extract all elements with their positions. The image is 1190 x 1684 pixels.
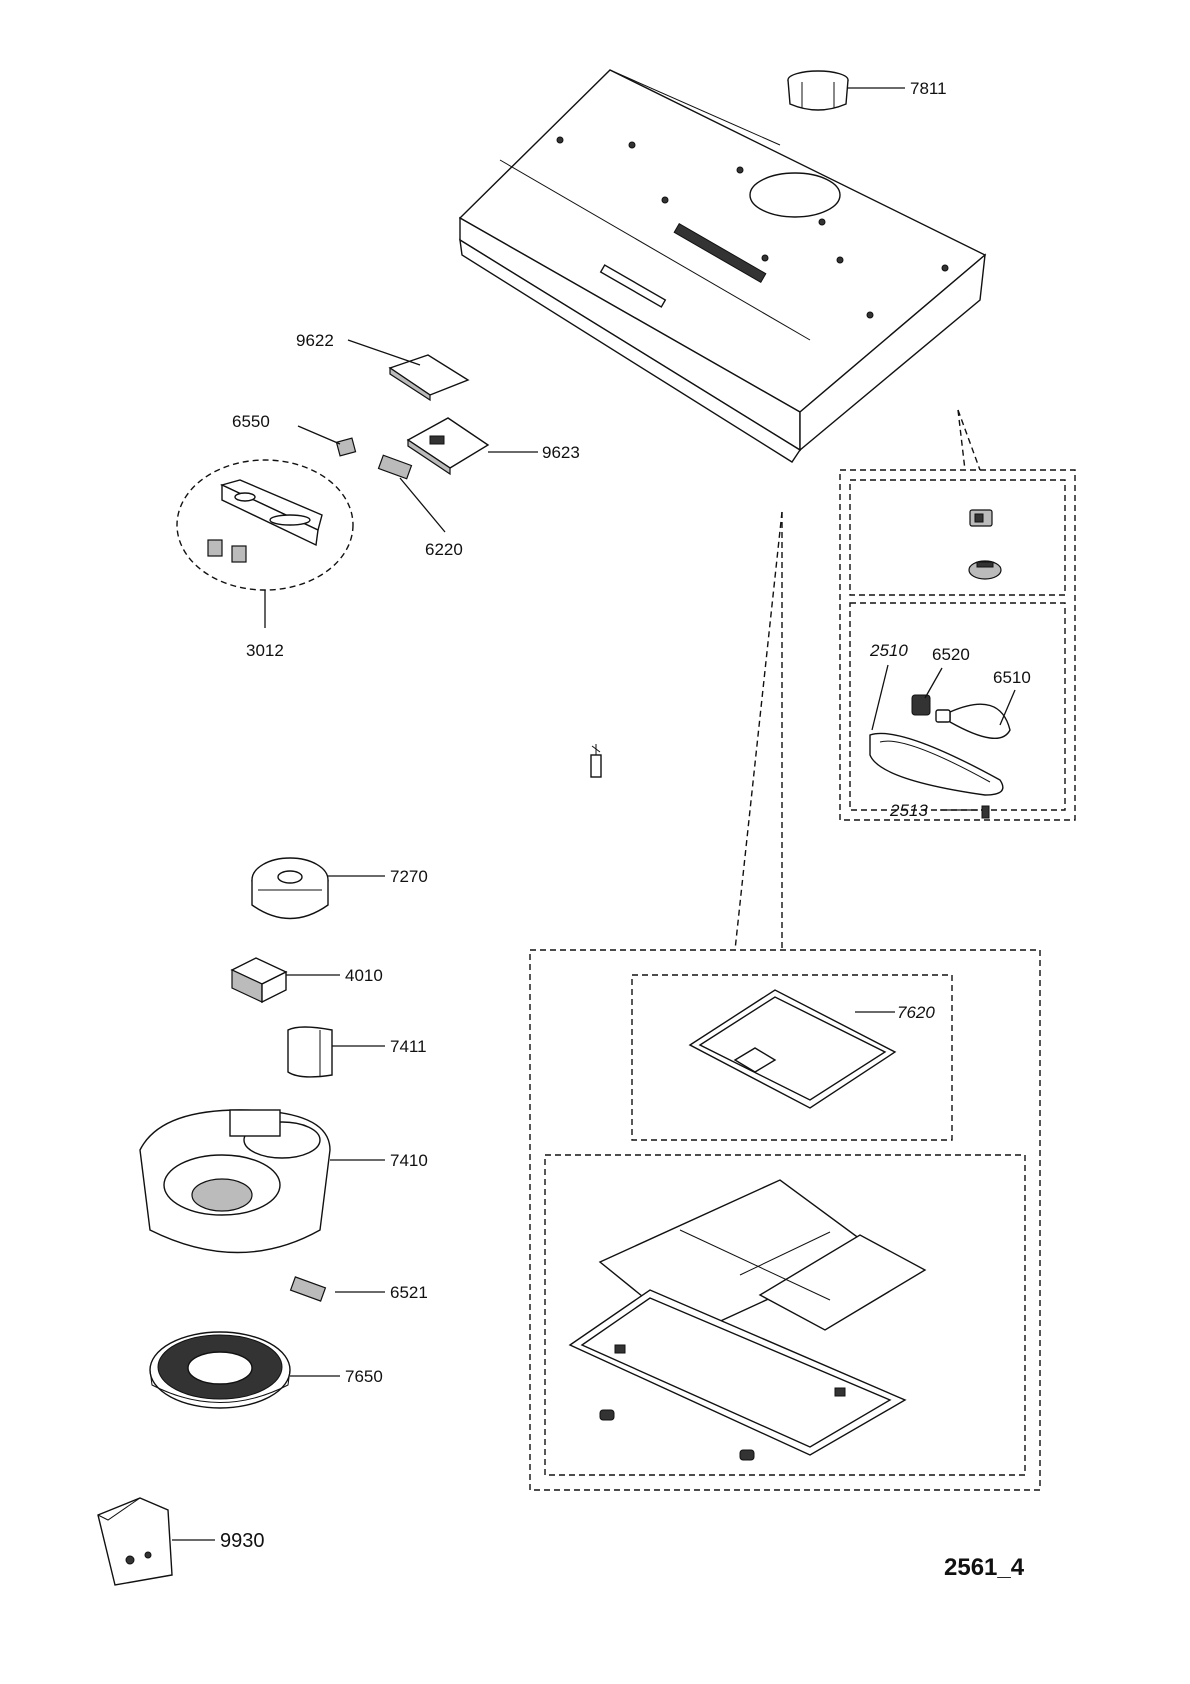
lamp-bulb — [935, 703, 1011, 739]
grease-filter-7620 — [688, 989, 897, 1109]
part-number-9930: 9930 — [220, 1530, 265, 1552]
control-board — [406, 417, 490, 476]
exhaust-collar — [787, 70, 849, 111]
part-number-7620: 7620 — [897, 1003, 935, 1022]
part-number-2513: 2513 — [889, 801, 928, 820]
ring-7650 — [149, 1331, 291, 1409]
part-number-6510: 6510 — [993, 668, 1031, 687]
hood-body — [458, 69, 987, 463]
lamp-subbox — [849, 602, 1066, 811]
part-number-7270: 7270 — [390, 867, 428, 886]
front-panel-3012 — [207, 479, 323, 563]
fan-motor — [251, 857, 329, 920]
diagram-reference: 2561_4 — [944, 1554, 1025, 1581]
filter-callout-left — [734, 511, 783, 951]
lamp-switch-subbox — [849, 479, 1066, 596]
parts-bag — [97, 1497, 173, 1586]
filter-frame — [568, 1289, 907, 1461]
leader-6220 — [399, 477, 446, 533]
leader-6550 — [297, 425, 341, 445]
control-cover — [388, 354, 470, 402]
part-number-9622: 9622 — [296, 331, 334, 350]
lamp-screw — [981, 805, 990, 819]
part-number-4010: 4010 — [345, 966, 383, 985]
lamp-gasket — [869, 732, 1004, 796]
leader-6510 — [999, 689, 1016, 726]
part-number-7650: 7650 — [345, 1367, 383, 1386]
filter-sheets — [598, 1179, 927, 1336]
leader-6520 — [924, 667, 943, 699]
group-3012-outline — [176, 459, 354, 591]
part-number-7811: 7811 — [910, 79, 947, 98]
part-number-2510: 2510 — [869, 641, 908, 660]
leader-2510 — [871, 664, 889, 731]
part-number-6521: 6521 — [390, 1283, 428, 1302]
part-number-7410: 7410 — [390, 1151, 428, 1170]
carbon-filter-subbox — [544, 1154, 1026, 1476]
lamp-callout-right — [957, 409, 981, 471]
lamp-switch — [969, 509, 993, 527]
lamp-group-outline — [839, 469, 1076, 821]
lamp-callout-left — [957, 409, 966, 471]
lamp-holder — [911, 694, 931, 716]
connector-6220 — [377, 454, 413, 480]
part-number-3012: 3012 — [246, 641, 284, 660]
switch-6550 — [335, 437, 357, 457]
part-number-6550: 6550 — [232, 412, 270, 431]
part-number-6520: 6520 — [932, 645, 970, 664]
switch-block-4010 — [230, 957, 288, 1004]
leader-9622 — [347, 339, 421, 366]
part-number-9623: 9623 — [542, 443, 580, 462]
part-number-6220: 6220 — [425, 540, 463, 559]
lamp-knob — [968, 560, 1002, 580]
clip-6521 — [289, 1276, 327, 1302]
part-number-7411: 7411 — [390, 1037, 427, 1056]
blower-housing — [139, 1109, 331, 1254]
outlet-7411 — [287, 1026, 333, 1078]
cable-tie — [590, 744, 602, 778]
grease-filter-subbox — [631, 974, 953, 1141]
filter-group-outline — [529, 949, 1041, 1491]
